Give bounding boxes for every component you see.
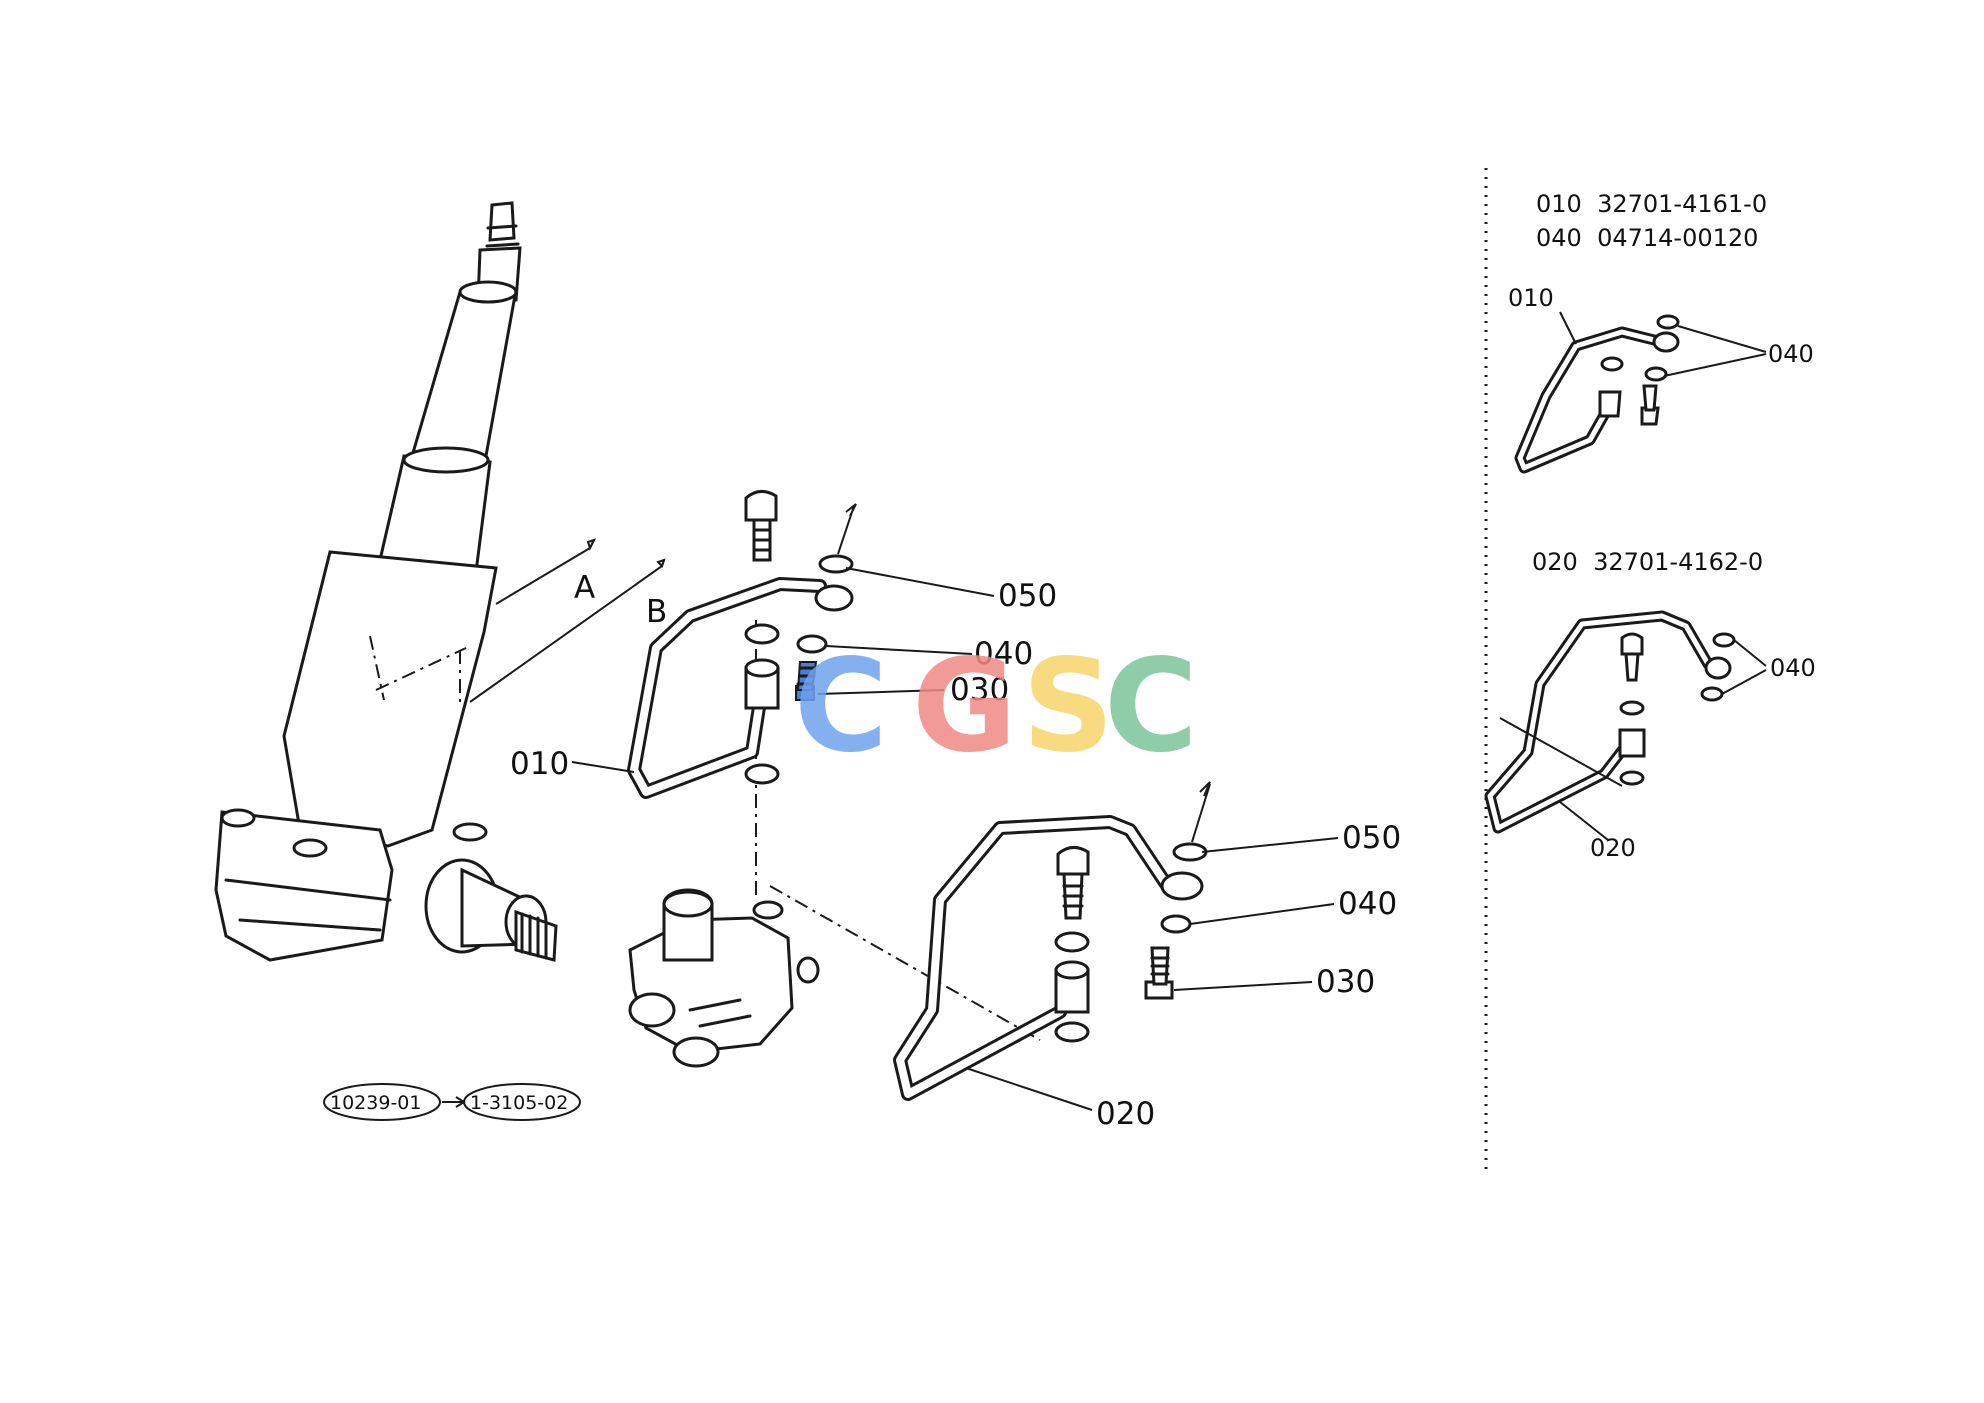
- valve-body: [628, 888, 820, 1068]
- washer-050-bottom: [1172, 842, 1208, 862]
- reference-to: 1-3105-02: [470, 1092, 568, 1114]
- banjo-eye-top: [814, 584, 854, 612]
- kit2-pipe-drawing: [1484, 610, 1767, 841]
- kit2-pipe-label: 020: [1590, 834, 1636, 862]
- watermark-letter-g: G: [912, 632, 1017, 781]
- washer-050-top: [818, 554, 854, 574]
- bolt-030-top-highlight: [795, 661, 818, 701]
- washer-top-2: [744, 763, 780, 785]
- watermark-letter-s: S: [1022, 632, 1114, 781]
- washer-bottom-1: [1054, 931, 1090, 953]
- washer-bottom-2: [1054, 1021, 1090, 1043]
- pipe-010: [627, 577, 827, 799]
- callout-030-top: 030: [950, 672, 1009, 708]
- callout-030-bottom: 030: [1316, 964, 1375, 1000]
- watermark-letter-c2: C: [1104, 632, 1198, 781]
- kit1-pipe-label: 010: [1508, 284, 1554, 312]
- callout-010: 010: [510, 746, 569, 782]
- callout-020: 020: [1096, 1096, 1155, 1132]
- kit2-line-1: 020 32701-4162-0: [1532, 548, 1763, 576]
- kit1-pipe-drawing: [1514, 311, 1767, 474]
- reference-from: 10239-01: [330, 1092, 421, 1114]
- callout-050-bottom: 050: [1342, 820, 1401, 856]
- reference-guides: [469, 538, 666, 703]
- cgsc-watermark: C G S C: [794, 632, 1198, 781]
- banjo-bolt-bottom: [1056, 846, 1090, 920]
- arrow-label-a: A: [574, 570, 595, 606]
- centerline-connector: [769, 885, 1041, 1041]
- callout-050-top: 050: [998, 578, 1057, 614]
- steering-gearbox-assembly: [214, 201, 558, 962]
- kit1-washer-label: 040: [1768, 340, 1814, 368]
- washer-top-1: [744, 623, 780, 645]
- callout-040-top: 040: [974, 636, 1033, 672]
- washer-040-bottom: [1160, 914, 1192, 934]
- kit1-line-2: 040 04714-00120: [1536, 224, 1758, 252]
- reference-chain: [323, 1083, 581, 1121]
- kit2-washer-label: 040: [1770, 654, 1816, 682]
- banjo-bolt-top: [744, 490, 778, 562]
- kit1-line-1: 010 32701-4161-0: [1536, 190, 1767, 218]
- bolt-030-bottom: [1144, 946, 1174, 1000]
- banjo-eye-bottom: [1160, 871, 1204, 901]
- watermark-letter-c1: C: [794, 632, 888, 781]
- washer-040-top: [796, 634, 828, 654]
- callout-040-bottom: 040: [1338, 886, 1397, 922]
- arrow-label-b: B: [646, 594, 667, 630]
- pipe-020: [893, 815, 1173, 1101]
